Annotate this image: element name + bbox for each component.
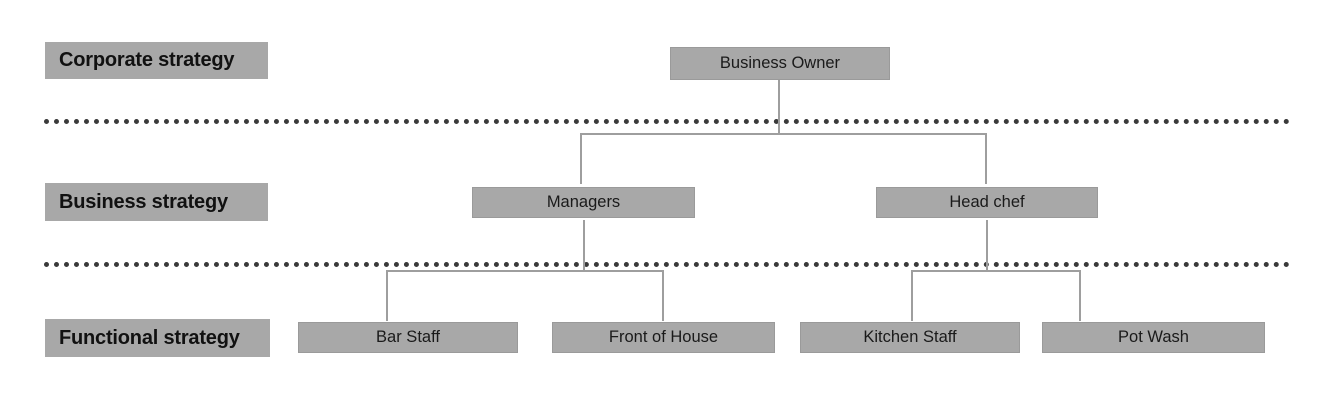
tier-label-corporate-strategy-text: Corporate strategy (59, 49, 235, 71)
node-business-owner-label: Business Owner (719, 54, 841, 72)
connector-managers-bar (386, 270, 664, 272)
node-managers-label: Managers (546, 193, 621, 211)
separator-business-functional (44, 262, 1290, 267)
connector-owner-stem (778, 79, 780, 134)
separator-corporate-business (44, 119, 1290, 124)
connector-head-chef-to-pot-wash (1079, 270, 1081, 321)
node-managers[interactable]: Managers (472, 187, 695, 218)
connector-managers-to-front-of-house (662, 270, 664, 321)
connector-head-chef-stem (986, 220, 988, 271)
connector-head-chef-to-kitchen-staff (911, 270, 913, 321)
tier-label-business-strategy: Business strategy (45, 183, 268, 221)
tier-label-functional-strategy: Functional strategy (45, 319, 270, 357)
node-business-owner[interactable]: Business Owner (670, 47, 890, 80)
connector-owner-to-head-chef (985, 133, 987, 184)
tier-label-functional-strategy-text: Functional strategy (59, 326, 240, 349)
node-bar-staff[interactable]: Bar Staff (298, 322, 518, 353)
tier-label-corporate-strategy: Corporate strategy (45, 42, 268, 79)
node-pot-wash-label: Pot Wash (1118, 328, 1189, 346)
connector-owner-bar (580, 133, 987, 135)
node-bar-staff-label: Bar Staff (376, 328, 440, 346)
node-front-of-house-label: Front of House (608, 328, 719, 346)
connector-owner-to-managers (580, 133, 582, 184)
tier-label-business-strategy-text: Business strategy (59, 190, 228, 213)
node-kitchen-staff-label: Kitchen Staff (863, 328, 957, 346)
node-front-of-house[interactable]: Front of House (552, 322, 775, 353)
node-kitchen-staff[interactable]: Kitchen Staff (800, 322, 1020, 353)
connector-managers-stem (583, 220, 585, 271)
node-head-chef[interactable]: Head chef (876, 187, 1098, 218)
node-pot-wash[interactable]: Pot Wash (1042, 322, 1265, 353)
node-head-chef-label: Head chef (949, 193, 1025, 211)
connector-managers-to-bar-staff (386, 270, 388, 321)
connector-head-chef-bar (911, 270, 1081, 272)
